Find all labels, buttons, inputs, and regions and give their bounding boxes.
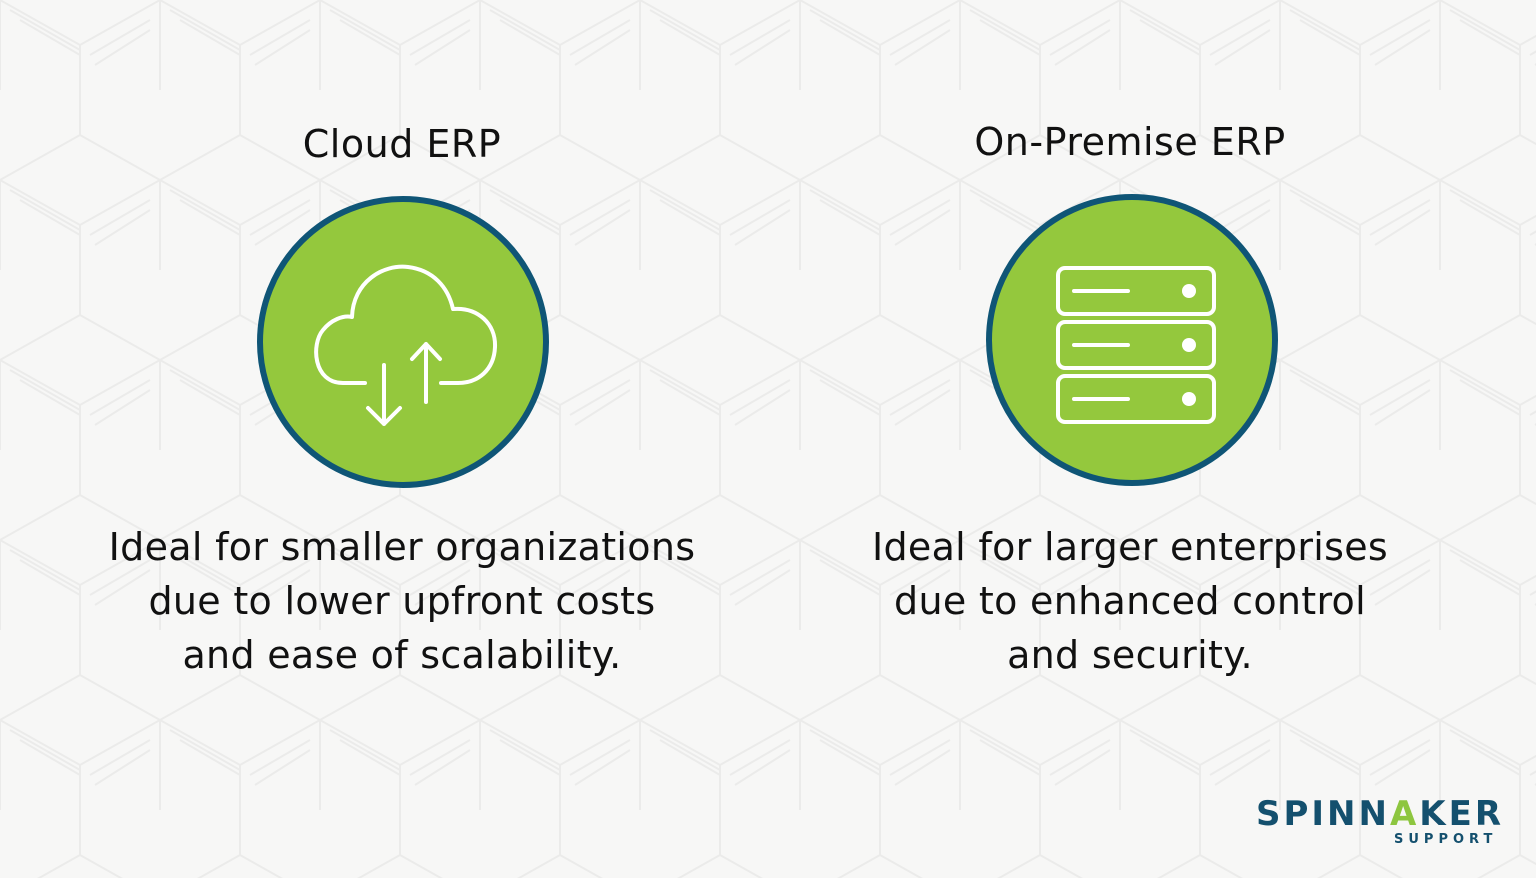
cloud-erp-description: Ideal for smaller organizations due to l… — [52, 520, 752, 682]
logo-wordmark: SPINNAKER — [1256, 794, 1506, 834]
cloud-icon-circle — [257, 196, 549, 488]
server-rack-icon — [1056, 266, 1216, 424]
description-line: due to enhanced control — [894, 579, 1366, 623]
on-premise-erp-title: On-Premise ERP — [974, 120, 1286, 164]
description-line: due to lower upfront costs — [148, 579, 656, 623]
description-line: and ease of scalability. — [182, 633, 622, 677]
logo-text: SPINN — [1256, 794, 1390, 834]
logo-accent: A — [1389, 794, 1420, 834]
server-icon-circle — [986, 194, 1278, 486]
logo-subtext: SUPPORT — [1394, 832, 1498, 847]
cloud-upload-download-icon — [314, 264, 498, 426]
cloud-erp-title: Cloud ERP — [302, 122, 502, 166]
description-line: Ideal for smaller organizations — [108, 525, 696, 569]
spinnaker-support-logo: SPINNAKER SUPPORT — [1256, 794, 1506, 847]
on-premise-erp-description: Ideal for larger enterprises due to enha… — [780, 520, 1480, 682]
description-line: Ideal for larger enterprises — [871, 525, 1388, 569]
logo-text: KER — [1419, 794, 1505, 834]
description-line: and security. — [1007, 633, 1253, 677]
